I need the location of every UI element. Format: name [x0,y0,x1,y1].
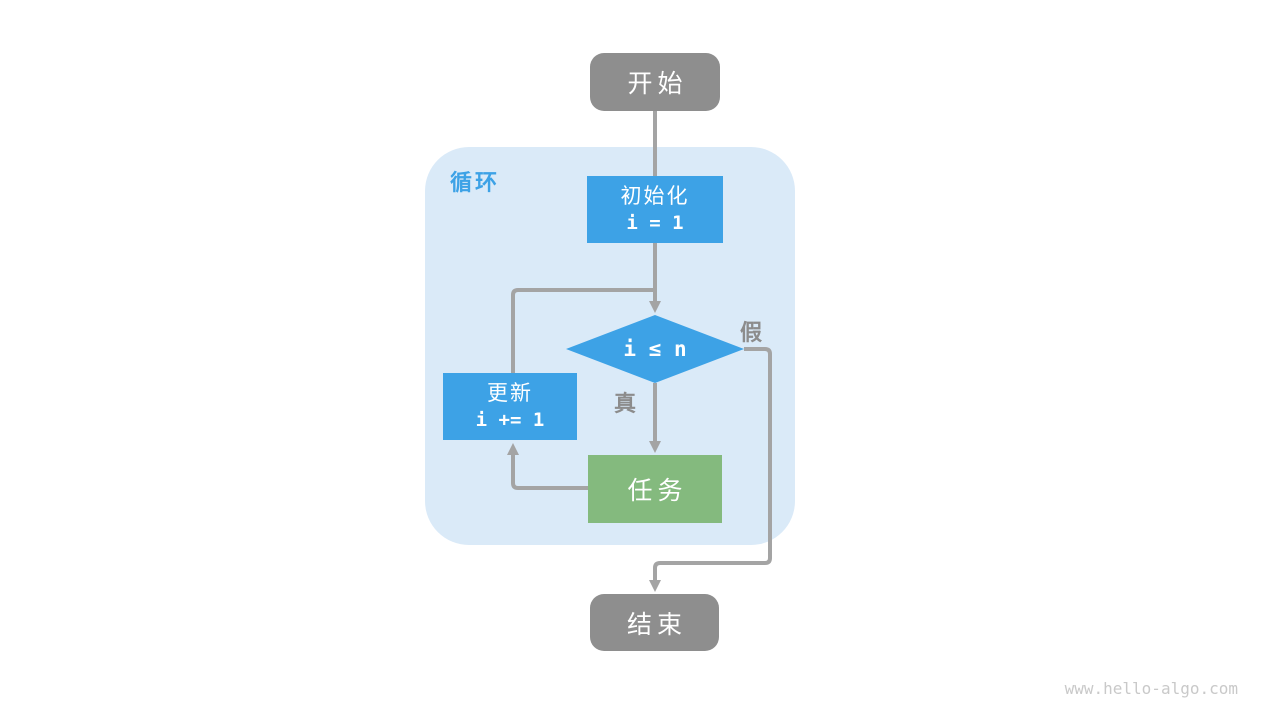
node-condition-code: i ≤ n [623,337,687,361]
edge-task-to-update [507,443,588,490]
node-start-label: 开始 [627,70,688,98]
node-task-label: 任务 [627,477,688,505]
node-task: 任务 [588,455,722,523]
node-end-label: 结束 [626,610,687,639]
edge-label-false: 假 [740,320,763,345]
edge-condition-false-to-end [649,347,772,592]
edge-label-true: 真 [614,391,637,416]
node-init-code: i = 1 [626,211,684,234]
edge-update-loopback [511,288,657,373]
node-end: 结束 [590,594,719,651]
watermark: www.hello-algo.com [1064,679,1238,698]
node-init-title: 初始化 [620,184,690,208]
node-update-code: i += 1 [475,408,545,431]
node-init: 初始化 i = 1 [587,176,723,243]
node-update-title: 更新 [487,381,533,405]
node-update: 更新 i += 1 [443,373,577,440]
node-start: 开始 [590,53,720,111]
loop-label: 循环 [450,170,501,195]
